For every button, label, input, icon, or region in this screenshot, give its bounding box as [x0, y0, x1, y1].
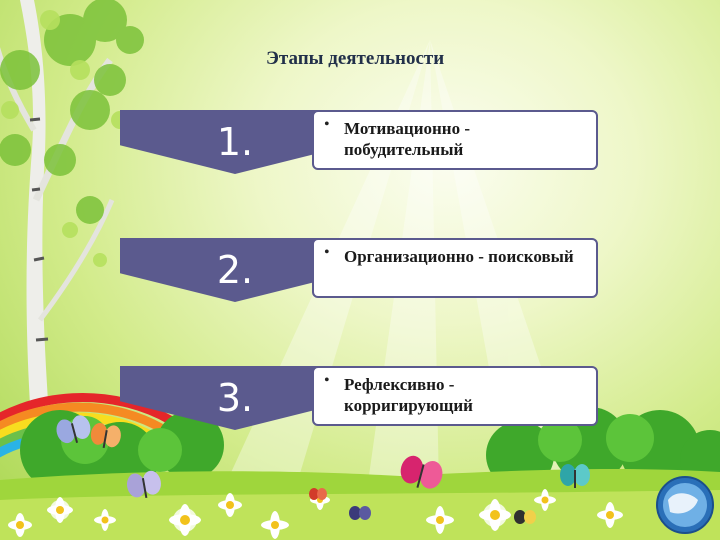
stage-3-number: 3. — [216, 376, 254, 420]
slide-title: Этапы деятельности — [266, 48, 445, 69]
stage-1-box: • Мотивационно - побудительный — [312, 110, 598, 170]
bullet-icon: • — [324, 116, 330, 133]
tree-decoration — [0, 0, 144, 540]
stage-3-box: • Рефлексивно - корригирующий — [312, 366, 598, 426]
stage-2-box: • Организационно - поисковый — [312, 238, 598, 298]
globe-icon — [656, 476, 714, 534]
stage-1-text: Мотивационно - побудительный — [344, 119, 471, 159]
stage-2-text: Организационно - поисковый — [344, 247, 574, 266]
stage-2-number: 2. — [216, 248, 254, 292]
bullet-icon: • — [324, 244, 330, 261]
stage-3-text: Рефлексивно - корригирующий — [344, 375, 473, 415]
daisy-flower-icon — [8, 489, 623, 539]
butterfly-icon — [56, 415, 590, 524]
stage-1-number: 1. — [216, 120, 254, 164]
bullet-icon: • — [324, 372, 330, 389]
